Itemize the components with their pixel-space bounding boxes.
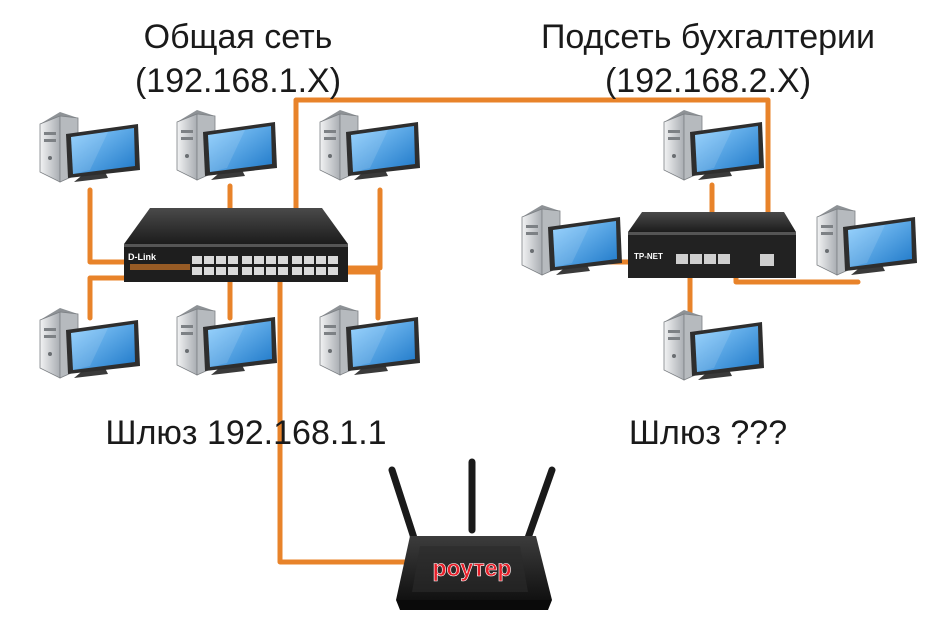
left-gateway-label: Шлюз 192.168.1.1 <box>105 414 386 452</box>
switch-icon-right: TP-NET <box>628 212 796 278</box>
router-cable <box>277 272 415 565</box>
switch-icon-left: D-Link <box>124 208 348 282</box>
router-icon: роутер <box>388 458 556 610</box>
computer-icon-bottom-right <box>319 304 421 376</box>
computer-icon-right-bottom <box>663 309 765 381</box>
computer-icon-top-left <box>39 111 141 183</box>
switch-brand-left: D-Link <box>128 252 157 262</box>
computer-icon-top-middle <box>176 109 278 181</box>
uplink-cable <box>293 97 771 258</box>
left-network-subnet: (192.168.1.X) <box>135 62 341 100</box>
right-gateway-label: Шлюз ??? <box>629 414 787 452</box>
computer-icon-top-right <box>319 109 421 181</box>
right-network-title: Подсеть бухгалтерии <box>541 18 875 56</box>
cable-pc-bottom-left <box>87 275 193 321</box>
right-network-subnet: (192.168.2.X) <box>605 62 811 100</box>
switch-brand-right: TP-NET <box>634 252 663 261</box>
computer-icon-right-left <box>521 204 623 276</box>
computer-icon-bottom-middle <box>176 304 278 376</box>
computer-icon-right-right <box>816 204 918 276</box>
computer-icon-right-top <box>663 109 765 181</box>
left-network-title: Общая сеть <box>144 18 333 56</box>
router-label: роутер <box>433 555 512 581</box>
